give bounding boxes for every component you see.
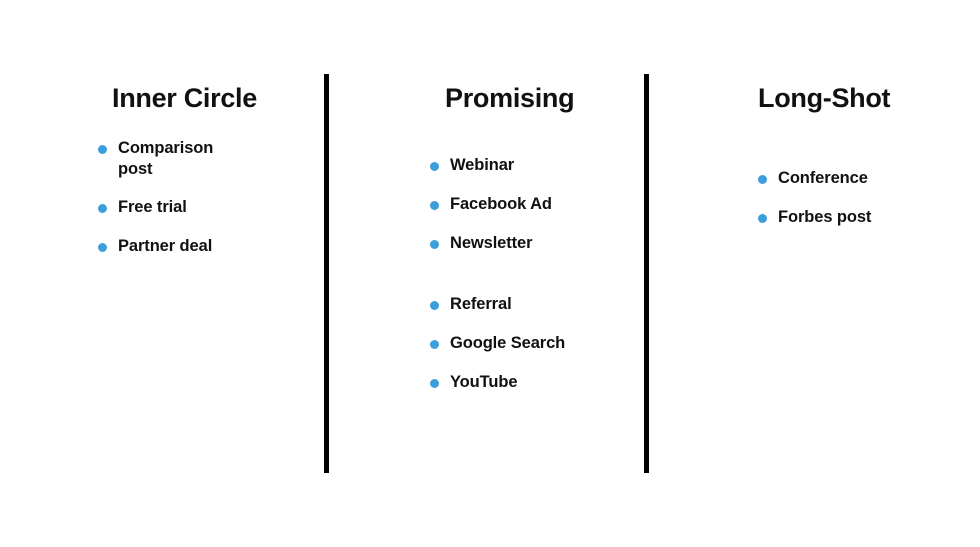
list-item-label: Google Search (450, 334, 566, 352)
column-heading-long-shot: Long-Shot (758, 83, 891, 113)
list-item-label: Referral (450, 295, 512, 313)
list-item[interactable]: Partner deal (98, 236, 288, 258)
bullet-list-promising-group-2: Referral Google Search YouTube (430, 294, 630, 411)
column-promising: Promising Webinar Facebook Ad Newsletter… (420, 0, 635, 547)
bullet-dot-icon (98, 243, 107, 253)
bullet-dot-icon (430, 301, 439, 310)
list-item-label: Webinar (450, 156, 515, 174)
bullet-dot-icon (430, 162, 439, 171)
list-item[interactable]: Webinar (430, 155, 630, 177)
column-divider-2 (644, 74, 649, 473)
list-item[interactable]: Comparison post (98, 138, 288, 180)
list-item[interactable]: Free trial (98, 197, 288, 219)
bullet-list-promising-group-1: Webinar Facebook Ad Newsletter (430, 155, 630, 272)
column-inner-circle: Inner Circle Comparison post Free trial … (90, 0, 315, 547)
bullet-dot-icon (758, 214, 767, 223)
list-item[interactable]: Newsletter (430, 233, 630, 255)
list-item-label: Newsletter (450, 234, 533, 252)
list-item-label: Conference (778, 169, 868, 187)
column-heading-inner-circle: Inner Circle (112, 83, 257, 113)
list-item[interactable]: Google Search (430, 333, 630, 355)
bullet-dot-icon (430, 240, 439, 249)
list-item[interactable]: Facebook Ad (430, 194, 630, 216)
bullet-list-inner-circle: Comparison post Free trial Partner deal (98, 138, 288, 275)
bullet-dot-icon (98, 145, 107, 154)
list-item[interactable]: Referral (430, 294, 630, 316)
list-item-label: Forbes post (778, 208, 872, 226)
list-item[interactable]: Conference (758, 168, 958, 190)
bullet-dot-icon (430, 379, 439, 388)
bullet-dot-icon (430, 340, 439, 349)
bullet-dot-icon (758, 175, 767, 184)
list-item[interactable]: Forbes post (758, 207, 958, 229)
bullet-dot-icon (430, 201, 439, 210)
column-divider-1 (324, 74, 329, 473)
bullet-list-long-shot: Conference Forbes post (758, 168, 958, 246)
column-heading-promising: Promising (445, 83, 575, 113)
list-item-label: Comparison post (118, 139, 214, 179)
list-item[interactable]: YouTube (430, 372, 630, 394)
list-item-label: Partner deal (118, 237, 213, 256)
list-item-label: Free trial (118, 198, 187, 217)
list-item-label: Facebook Ad (450, 195, 552, 213)
bullet-dot-icon (98, 204, 107, 214)
column-long-shot: Long-Shot Conference Forbes post (740, 0, 970, 547)
list-item-label: YouTube (450, 373, 518, 391)
